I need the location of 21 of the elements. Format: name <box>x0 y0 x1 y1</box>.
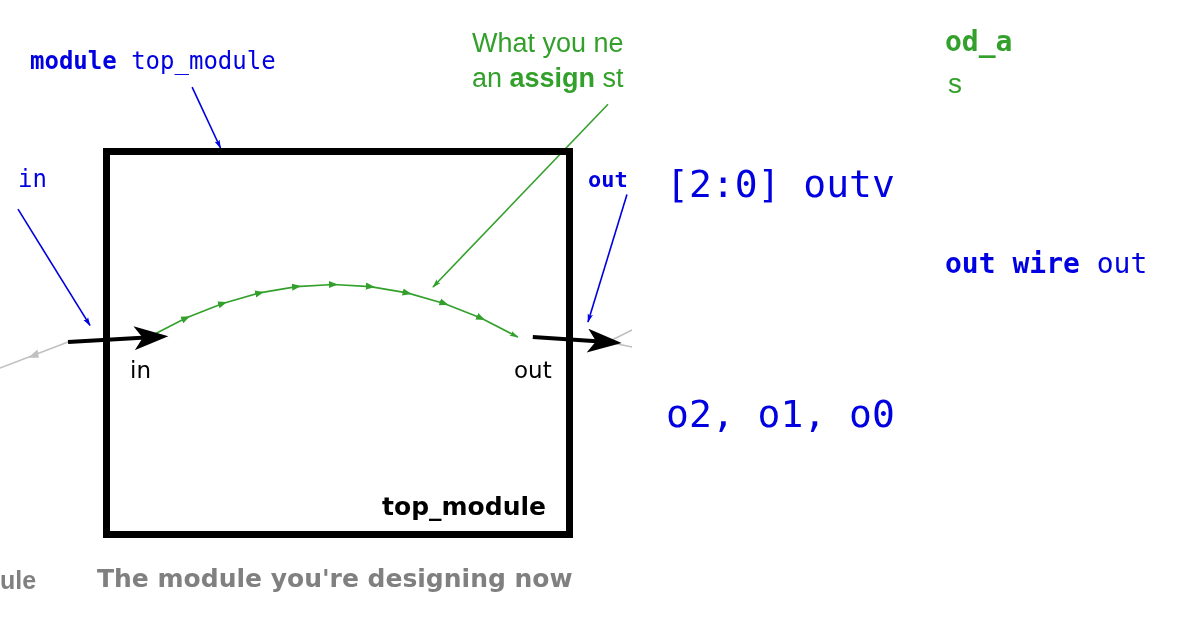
leader-arrow <box>587 193 628 323</box>
code-text: od_a <box>945 24 1013 60</box>
code-text: [2:0] outv <box>666 161 895 208</box>
port-arrow <box>532 328 622 353</box>
port-arrow <box>67 326 169 351</box>
leader-arrow <box>191 86 222 149</box>
module-name: top_module <box>382 492 546 521</box>
module-box <box>103 148 573 538</box>
port-label: out <box>514 351 552 382</box>
callout-text: out <box>588 166 628 195</box>
leader-arrow <box>432 103 609 288</box>
port-label: in <box>130 351 151 382</box>
code-text: s <box>948 67 962 101</box>
callout-text: module top_module <box>30 46 276 78</box>
caption: The module you're designing now <box>97 564 573 593</box>
callout-text: What you ne an assign st <box>472 26 632 97</box>
code-text: o2, o1, o0 <box>666 391 895 438</box>
leader-arrow <box>17 208 91 327</box>
callout-text: in <box>18 164 47 196</box>
cut-off-text: ule <box>0 565 37 596</box>
code-text: out wire out <box>945 246 1148 282</box>
